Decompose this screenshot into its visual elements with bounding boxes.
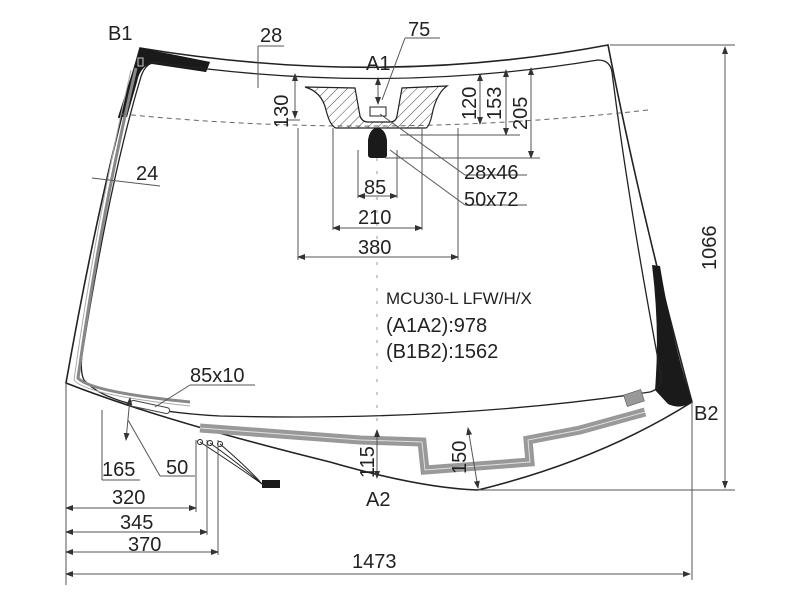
dim-345-label: 345 xyxy=(120,512,154,534)
dim-50-label: 50 xyxy=(166,457,189,479)
dim-153-label: 153 xyxy=(484,86,506,120)
dim-24-label: 24 xyxy=(136,163,159,185)
point-b1-label: B1 xyxy=(108,23,133,45)
dim-1066-label: 1066 xyxy=(699,225,721,271)
dim-370-label: 370 xyxy=(128,534,162,556)
point-a2-label: A2 xyxy=(366,489,391,511)
dim-380-label: 380 xyxy=(358,237,392,259)
glass-outline xyxy=(65,44,693,491)
dim-28x46-label: 28x46 xyxy=(464,162,519,184)
dim-115-label: 115 xyxy=(357,446,379,478)
dim-165-label: 165 xyxy=(102,459,136,481)
point-a1-label: A1 xyxy=(366,53,391,75)
dim-320-label: 320 xyxy=(112,487,146,509)
dim-85-label: 85 xyxy=(364,177,387,199)
dim-85x10-label: 85x10 xyxy=(190,365,245,387)
connector-plug xyxy=(262,480,280,488)
dim-28-label: 28 xyxy=(260,25,283,47)
dim-120-label: 120 xyxy=(459,86,481,120)
model-code: MCU30-L LFW/H/X xyxy=(386,289,532,308)
inner-outline xyxy=(80,59,662,418)
mirror-bracket-area xyxy=(304,85,450,129)
frit-right xyxy=(652,265,692,407)
dim-1473-label: 1473 xyxy=(352,551,397,573)
dim-a1a2: (A1A2):978 xyxy=(386,315,488,337)
dim-210-label: 210 xyxy=(358,207,392,229)
wiper-heater-band xyxy=(199,407,647,475)
sensor-rect xyxy=(369,106,387,117)
dim-130-label: 130 xyxy=(271,94,293,128)
dim-75-label: 75 xyxy=(408,19,431,41)
sensor-black xyxy=(368,128,387,158)
dim-205-label: 205 xyxy=(510,96,532,130)
point-b2-label: B2 xyxy=(694,403,719,425)
shade-band-line xyxy=(121,109,649,127)
dim-50x72-label: 50x72 xyxy=(464,189,519,211)
dim-150-label: 150 xyxy=(449,440,471,474)
dim-b1b2: (B1B2):1562 xyxy=(386,341,499,363)
